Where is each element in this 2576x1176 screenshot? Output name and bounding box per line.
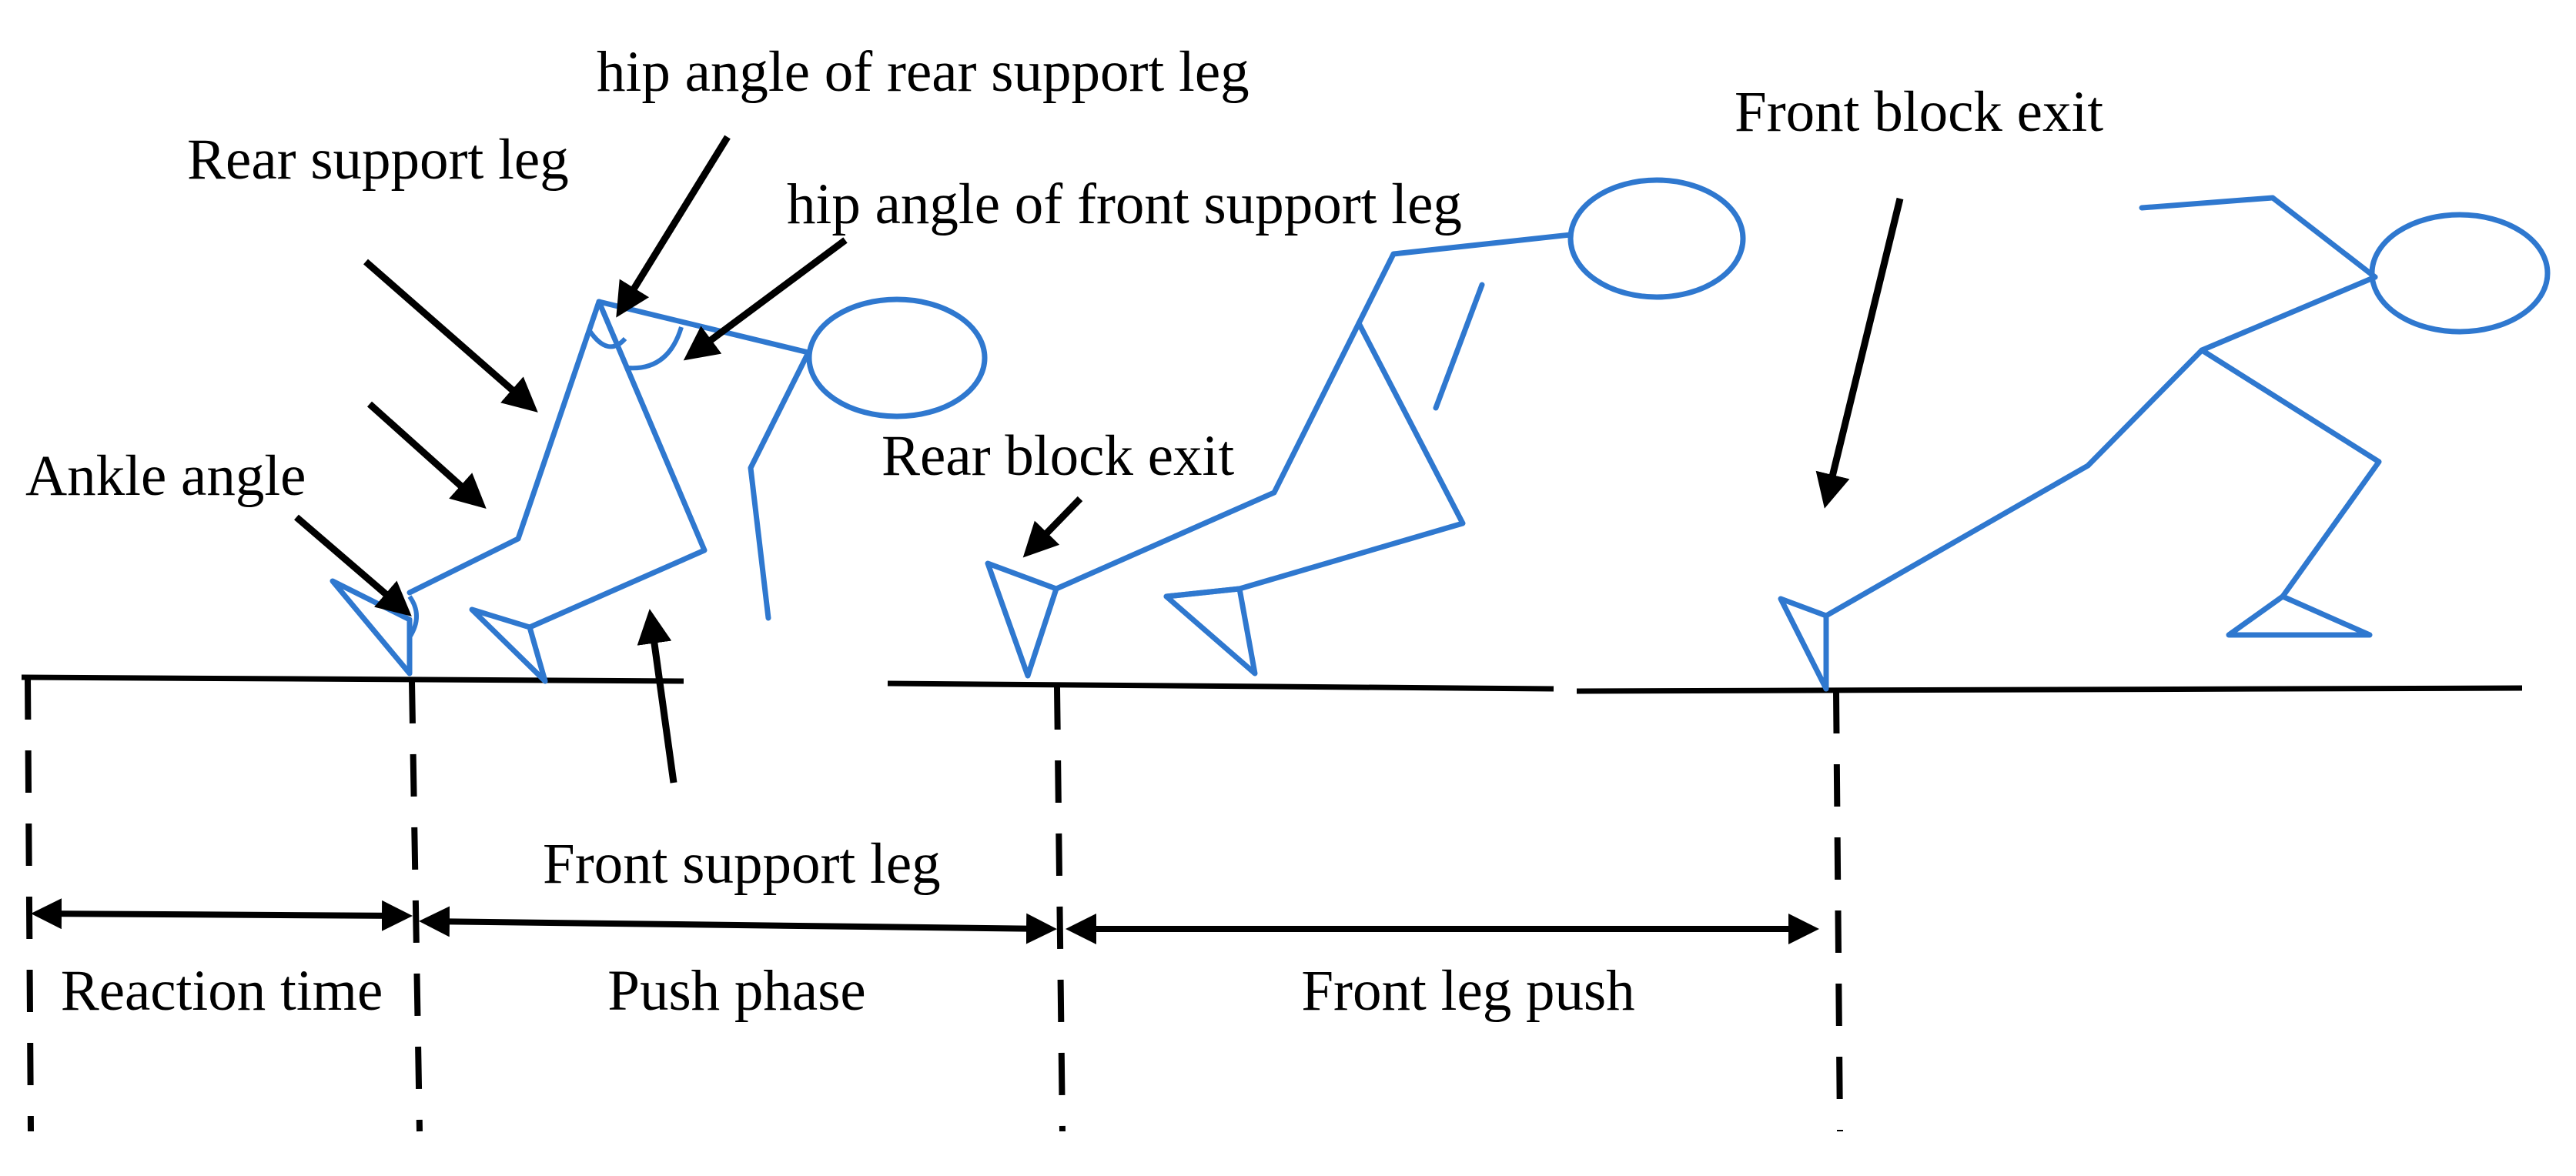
phase-label-reaction-time: Reaction time — [61, 959, 383, 1023]
hip-angle-front-pointer — [683, 237, 848, 361]
phase-label-front-leg-push: Front leg push — [1301, 959, 1634, 1023]
phase-boundary-front-exit — [1833, 690, 1843, 1132]
front-support-leg-pointer — [637, 609, 677, 783]
rear-foot — [330, 578, 413, 677]
arm — [1433, 282, 1485, 411]
label-hip-angle-rear: hip angle of rear support leg — [597, 40, 1250, 104]
head — [1567, 177, 1746, 300]
arm — [748, 349, 811, 621]
phase-boundary-start — [25, 677, 34, 1132]
hip-angle-front-arc — [627, 326, 684, 371]
rear-support-leg-pointer-2 — [366, 401, 487, 509]
ground-line-3 — [1576, 685, 2523, 694]
hip-angle-rear-arc — [587, 329, 627, 349]
head — [806, 296, 988, 419]
rear-foot — [985, 560, 1059, 679]
phase-boundary-reaction-end — [409, 680, 423, 1132]
figure-rear-block-exit — [985, 177, 1746, 679]
label-front-block-exit: Front block exit — [1735, 80, 2103, 144]
phase-arrows — [31, 898, 1819, 944]
ground-line-2 — [887, 680, 1554, 692]
label-rear-block-exit: Rear block exit — [882, 424, 1234, 488]
rear-leg — [406, 299, 602, 596]
rear-foot — [1778, 596, 1829, 692]
angle-arcs — [407, 326, 684, 639]
front-leg — [527, 299, 708, 630]
hip-angle-rear-pointer — [616, 135, 731, 318]
phase-boundary-rear-exit — [1054, 687, 1066, 1132]
ground-lines — [21, 674, 2523, 694]
phase-label-push-phase: Push phase — [607, 959, 865, 1023]
labels: hip angle of rear support leg Rear suppo… — [25, 40, 2103, 1023]
rear-leg — [1823, 347, 2205, 619]
reaction-time-arrow — [31, 898, 413, 931]
ankle-angle-pointer — [294, 514, 412, 616]
front-foot — [469, 606, 548, 684]
label-ankle-angle: Ankle angle — [25, 444, 306, 508]
torso — [2199, 274, 2378, 353]
rear-leg — [1053, 320, 1362, 592]
front-leg — [2199, 347, 2382, 600]
torso — [1356, 232, 1574, 326]
front-foot — [2226, 593, 2373, 638]
phase-boundaries — [25, 677, 1843, 1132]
label-hip-angle-front: hip angle of front support leg — [787, 172, 1462, 236]
figure-front-block-exit — [1778, 195, 2551, 692]
label-front-support-leg: Front support leg — [543, 832, 941, 896]
label-rear-support-leg: Rear support leg — [187, 128, 569, 192]
ankle-angle-arc — [407, 595, 419, 639]
front-block-exit-pointer — [1815, 197, 1904, 509]
arm — [2139, 195, 2378, 280]
push-phase-arrow — [419, 906, 1057, 944]
figure-set-position — [330, 296, 988, 684]
rear-support-leg-pointer-1 — [363, 259, 538, 413]
pointer-arrows — [294, 135, 1904, 783]
ground-line-1 — [21, 674, 684, 684]
head — [2369, 212, 2551, 335]
front-foot — [1163, 586, 1258, 677]
rear-block-exit-pointer — [1022, 496, 1083, 558]
